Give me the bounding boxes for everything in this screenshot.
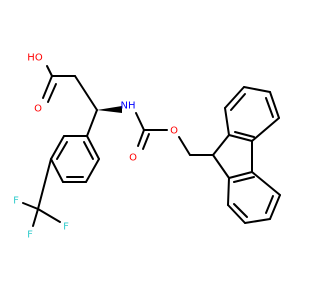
fluorene-upper-5 <box>251 117 280 142</box>
ring-double-inner-3 <box>83 141 94 160</box>
ring-bond-5 <box>85 158 100 183</box>
fluorine-3-label: F <box>63 222 69 233</box>
fluorene-upper-inner-1 <box>230 93 246 111</box>
ring-bond-3 <box>50 158 64 183</box>
bond-c3-amine-wedge <box>97 106 122 113</box>
atom-label-layer: HO O NH O O F F F <box>13 53 178 241</box>
fluorene-lower-inner-1 <box>233 203 248 218</box>
fluorene-lower-inner-2 <box>265 195 274 214</box>
bond-layer <box>22 65 281 227</box>
fluorine-1-label: F <box>13 196 19 207</box>
bond-ester-oxygen-ch2 <box>178 136 191 156</box>
fluorene-5ring-1 <box>212 134 230 156</box>
fluorene-upper-1 <box>224 107 230 136</box>
fluorene-5ring-3 <box>228 134 253 142</box>
fluorene-lower-5 <box>251 171 281 196</box>
structural-formula: HO O NH O O F F F <box>13 53 281 241</box>
bond-c-f2 <box>32 208 39 227</box>
bond-c1-carbonyl-oxygen-inner <box>47 83 57 103</box>
acid-carbonyl-oxygen-label: O <box>34 104 42 115</box>
carbamate-carbonyl-oxygen-label: O <box>129 153 137 164</box>
fluorene-upper-4 <box>269 91 280 119</box>
ring-bond-6 <box>86 135 100 160</box>
bond-c1-hydroxyl <box>46 65 53 77</box>
fluorene-upper-inner-3 <box>234 131 255 138</box>
ring-double-inner-1 <box>56 141 68 160</box>
fluorene-upper-2 <box>224 86 245 109</box>
bond-c-f3 <box>37 208 61 223</box>
fluorene-lower-3 <box>244 218 271 224</box>
fluorene-5ring-4 <box>228 171 253 179</box>
carbamate-ester-oxygen-label: O <box>170 126 178 137</box>
ring-bond-2 <box>50 135 65 160</box>
bond-carbamate-carbonyl-inner <box>142 133 150 150</box>
bond-c-f1 <box>22 202 39 210</box>
fluorene-lower-inner-3 <box>233 176 255 183</box>
bond-carbamate-carbonyl <box>137 129 145 147</box>
bond-c1-carbonyl-oxygen <box>42 75 53 99</box>
hydroxyl-label: HO <box>27 53 43 64</box>
bond-c2-c3 <box>74 75 98 111</box>
bond-ring-cf3 <box>37 158 52 210</box>
amine-label: NH <box>121 101 136 112</box>
fluorine-2-label: F <box>27 230 33 241</box>
bond-c3-ring <box>86 109 98 137</box>
bond-amine-carbamate <box>135 112 145 131</box>
fluorene-upper-3 <box>243 86 271 93</box>
fluorene-lower-4 <box>269 194 281 220</box>
fluorene-upper-inner-2 <box>265 97 274 118</box>
fluorene-lower-1 <box>227 177 230 206</box>
fluorene-5ring-2 <box>212 154 230 179</box>
fluorene-lower-2 <box>227 204 246 224</box>
